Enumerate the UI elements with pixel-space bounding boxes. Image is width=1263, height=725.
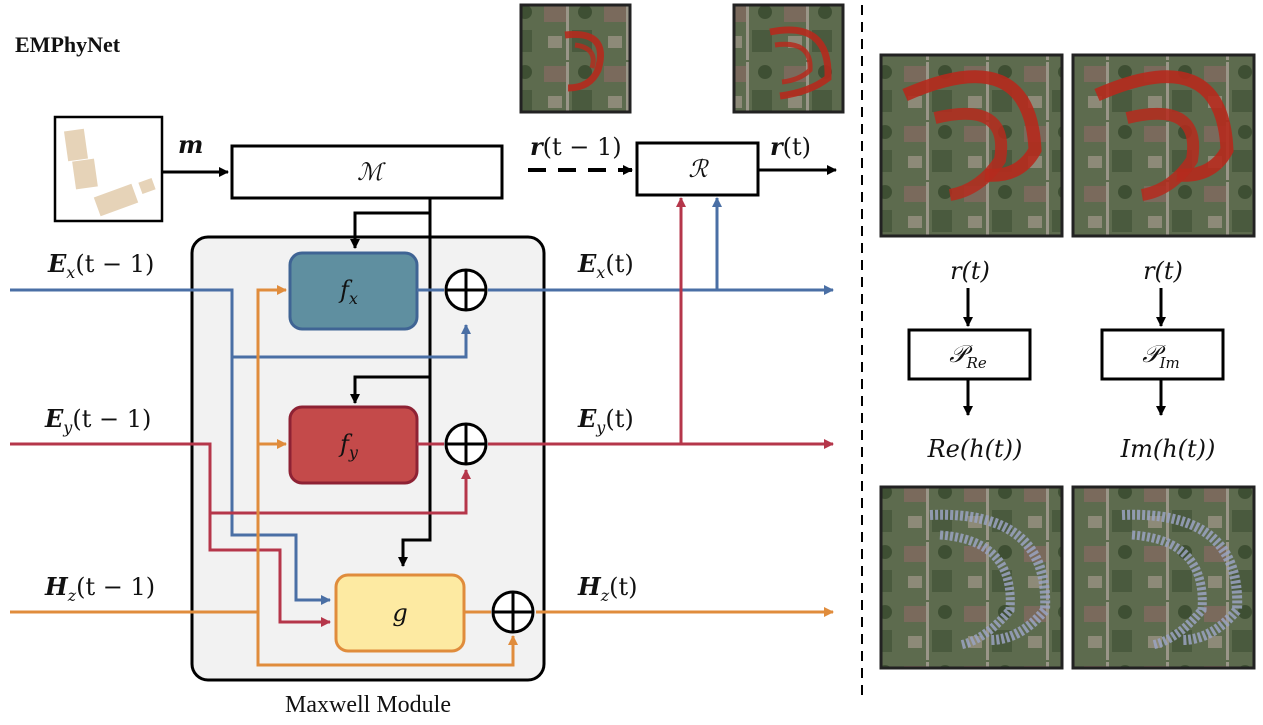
field-image-imag-bottom xyxy=(1071,485,1256,670)
material-encoder-block xyxy=(230,144,504,200)
r-now-label: r(t) xyxy=(770,132,811,161)
input-ex-label: Ex(t − 1) xyxy=(47,249,154,282)
input-hz-label: Hz(t − 1) xyxy=(44,572,155,605)
recurrent-block-label: ℛ xyxy=(688,155,709,183)
material-encoder-label: ℳ xyxy=(357,158,386,186)
g-label: g xyxy=(392,599,407,627)
diagram-title: EMPhyNet xyxy=(15,32,121,57)
recurrent-block xyxy=(635,141,760,197)
field-image-imag-top xyxy=(1071,53,1256,238)
building-mask-image xyxy=(53,115,164,223)
field-image-real-top xyxy=(879,53,1064,238)
maxwell-module-label: Maxwell Module xyxy=(285,692,451,718)
proj-re-block xyxy=(907,328,1032,381)
sum-node-ey xyxy=(444,422,488,466)
proj-im-output-label: Im(h(t)) xyxy=(1120,435,1216,463)
proj-re-output-label: Re(h(t)) xyxy=(927,435,1023,463)
proj-im-input-label: r(t) xyxy=(1143,257,1183,285)
input-ey-label: Ey(t − 1) xyxy=(44,404,151,437)
output-ey-label: Ey(t) xyxy=(577,404,634,437)
r-prev-label: r(t − 1) xyxy=(530,132,622,161)
field-image-real-bottom xyxy=(879,485,1064,670)
output-ex-label: Ex(t) xyxy=(577,249,634,282)
field-thumbnail-prev xyxy=(519,3,632,114)
proj-re-input-label: r(t) xyxy=(950,257,990,285)
field-thumbnail-current xyxy=(732,3,845,114)
sum-node-hz xyxy=(491,590,535,634)
output-hz-label: Hz(t) xyxy=(577,572,638,605)
sum-node-ex xyxy=(444,268,488,312)
mask-label: m xyxy=(178,130,203,159)
